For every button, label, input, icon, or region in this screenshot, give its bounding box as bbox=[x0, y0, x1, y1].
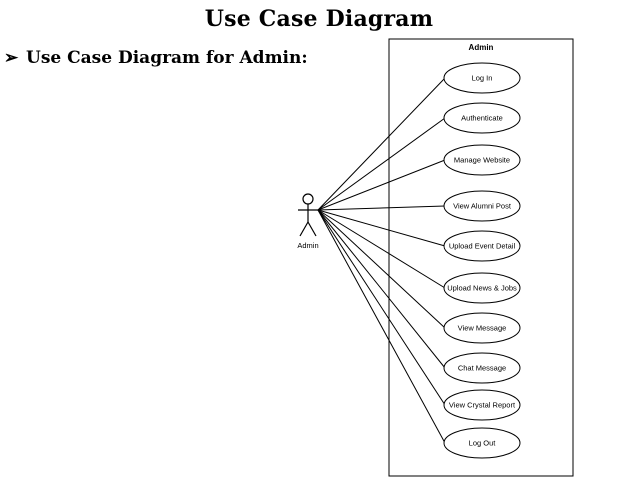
use-case-ellipse bbox=[443, 230, 521, 262]
use-case-label: View Message bbox=[458, 324, 507, 333]
associations bbox=[317, 77, 446, 444]
actor-left-leg bbox=[299, 221, 309, 237]
association-line bbox=[317, 209, 446, 369]
use-case: Chat Message bbox=[443, 352, 521, 384]
system-boundary-label: Admin bbox=[469, 43, 494, 52]
subtitle-text: Use Case Diagram for Admin: bbox=[26, 48, 308, 68]
use-case: Log In bbox=[443, 62, 521, 94]
use-case-label: Log In bbox=[472, 74, 493, 83]
use-case-ellipse bbox=[443, 190, 521, 222]
use-case: Upload Event Detail bbox=[443, 230, 521, 262]
use-case-ellipse bbox=[443, 312, 521, 344]
use-case-ellipse bbox=[443, 62, 521, 94]
use-case-ellipse bbox=[443, 272, 521, 304]
use-case-ellipse bbox=[443, 144, 521, 176]
page-title: Use Case Diagram bbox=[204, 6, 434, 32]
association-line bbox=[317, 205, 446, 211]
association-line bbox=[317, 209, 446, 406]
association-line bbox=[317, 209, 446, 444]
use-case: View Alumni Post bbox=[443, 190, 521, 222]
use-case: Authenticate bbox=[443, 102, 521, 134]
actor-head bbox=[302, 193, 314, 205]
association-line bbox=[317, 209, 446, 247]
use-case-label: Upload Event Detail bbox=[449, 242, 516, 251]
use-case-ellipse bbox=[443, 427, 521, 459]
use-case-label: View Alumni Post bbox=[453, 202, 512, 211]
use-case-ellipse bbox=[443, 102, 521, 134]
use-case-label: View Crystal Report bbox=[449, 401, 516, 410]
use-case: View Crystal Report bbox=[443, 389, 521, 421]
use-case: Manage Website bbox=[443, 144, 521, 176]
use-case: View Message bbox=[443, 312, 521, 344]
use-case: Log Out bbox=[443, 427, 521, 459]
actor-admin: Admin bbox=[297, 193, 319, 250]
association-line bbox=[317, 209, 446, 329]
association-line bbox=[317, 209, 446, 289]
use-case-ellipse bbox=[443, 352, 521, 384]
use-case-label: Authenticate bbox=[461, 114, 503, 123]
association-line bbox=[317, 77, 446, 211]
use-case-label: Manage Website bbox=[454, 156, 510, 165]
use-case-ellipse bbox=[443, 389, 521, 421]
association-line bbox=[317, 159, 446, 211]
association-line bbox=[317, 117, 446, 211]
actor-right-leg bbox=[307, 221, 317, 237]
use-case-label: Upload News & Jobs bbox=[447, 284, 517, 293]
use-case-label: Chat Message bbox=[458, 364, 506, 373]
use-case-label: Log Out bbox=[469, 439, 497, 448]
bullet-arrow-icon: ➢ bbox=[4, 48, 19, 68]
page-subtitle: ➢ Use Case Diagram for Admin: bbox=[4, 48, 308, 68]
actor-label: Admin bbox=[297, 241, 318, 250]
use-case: Upload News & Jobs bbox=[443, 272, 521, 304]
system-boundary bbox=[388, 38, 574, 477]
